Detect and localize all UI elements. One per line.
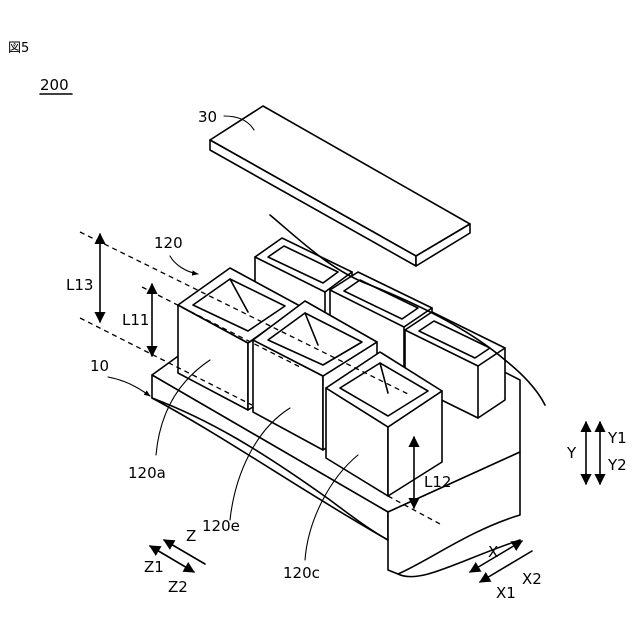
assembly-ref-label: 200 (40, 76, 69, 94)
dim-label-l12: L12 (424, 473, 451, 491)
base-ref-label: 10 (90, 357, 109, 375)
axis-indicator-x: X X2 X1 (470, 541, 542, 602)
axis-y1-label: Y1 (607, 429, 627, 447)
axis-z1-label: Z1 (144, 558, 164, 576)
lid-30 (210, 106, 470, 266)
lid-top-face (210, 106, 470, 256)
axis-x-label: X (488, 543, 498, 561)
figure-label: 図5 (8, 41, 29, 56)
lid-ref-label: 30 (198, 108, 217, 126)
axis-indicator-z: Z Z1 Z2 (144, 527, 205, 596)
cell-group-label: 120 (154, 234, 183, 252)
axis-z2-label: Z2 (168, 578, 188, 596)
cell-120a-label: 120a (128, 464, 166, 482)
z-arrow-2 (164, 540, 205, 564)
axis-indicator-y: Y Y1 Y2 (566, 422, 627, 484)
axis-y2-label: Y2 (607, 456, 627, 474)
cell-120c-label: 120c (283, 564, 320, 582)
axis-z-label: Z (186, 527, 196, 545)
cell-120e-label: 120e (202, 517, 240, 535)
base-leader (108, 377, 150, 396)
axis-x2-label: X2 (522, 570, 542, 588)
dim-label-l11: L11 (122, 311, 149, 329)
axis-y-label: Y (566, 444, 577, 462)
dim-label-l13: L13 (66, 276, 93, 294)
cell-group-leader (170, 256, 198, 274)
axis-x1-label: X1 (496, 584, 516, 602)
